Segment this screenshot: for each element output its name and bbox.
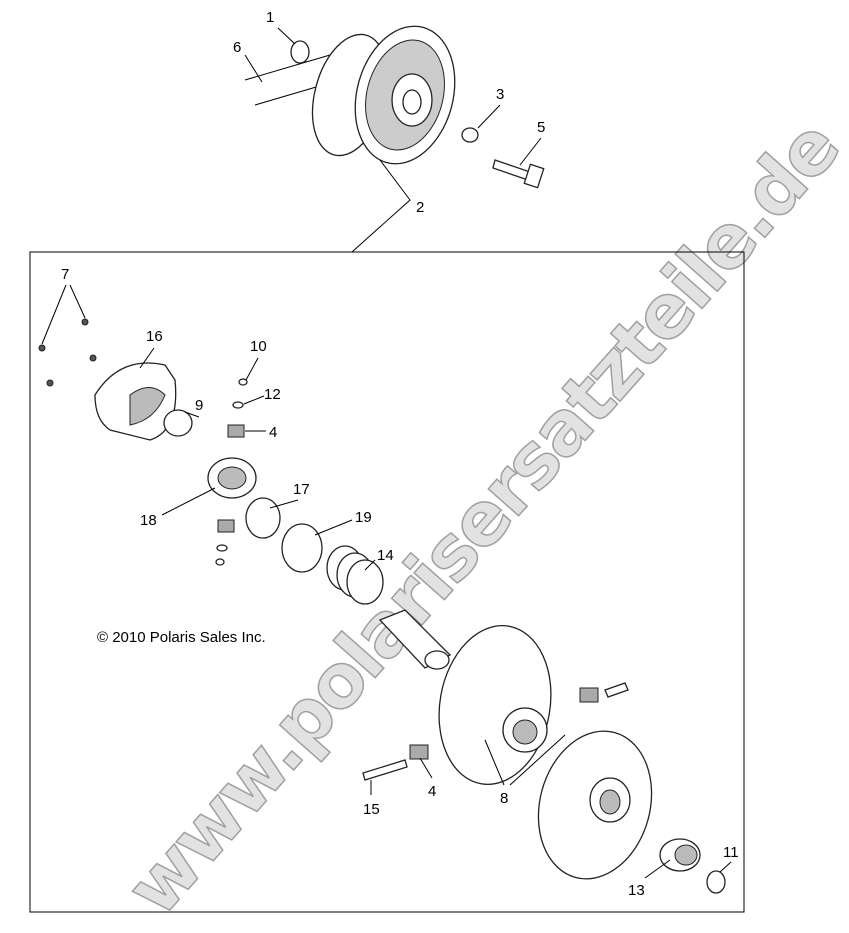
part-roller-4 [227, 424, 245, 438]
part-roller-4-lower [409, 744, 429, 760]
part-bolt-5 [492, 159, 545, 189]
callout-16: 16 [146, 328, 163, 345]
part-washer-12 [232, 401, 244, 409]
part-pin-upper [604, 682, 629, 698]
callout-3: 3 [496, 86, 504, 103]
callout-11: 11 [723, 844, 739, 861]
callout-7: 7 [61, 266, 69, 283]
callout-14: 14 [377, 547, 394, 564]
part-washer-17 [245, 497, 281, 539]
callout-2: 2 [416, 199, 424, 216]
part-shaft [378, 609, 452, 670]
part-sheave-movable [537, 730, 653, 880]
part-ring-9 [163, 409, 193, 437]
callout-8: 8 [500, 790, 508, 807]
part-ring-11 [706, 870, 726, 894]
part-clip-10 [238, 378, 248, 386]
callout-1: 1 [266, 9, 274, 26]
part-ring-1 [290, 40, 310, 64]
callout-19: 19 [355, 509, 372, 526]
part-spider-18 [207, 457, 257, 566]
part-spring-14 [326, 545, 384, 605]
assembly-box [29, 251, 745, 913]
callout-18: 18 [140, 512, 157, 529]
part-washer-3 [461, 127, 479, 143]
part-bearing-13 [659, 838, 701, 872]
callout-13: 13 [628, 882, 645, 899]
callout-6: 6 [233, 39, 241, 56]
watermark: www.polarisersatzteile.de [110, 104, 849, 932]
copyright-text: © 2010 Polaris Sales Inc. [97, 629, 266, 646]
part-roller-upper [579, 687, 599, 703]
callout-9: 9 [195, 397, 203, 414]
callout-5: 5 [537, 119, 545, 136]
callout-17: 17 [293, 481, 310, 498]
callout-12: 12 [264, 386, 281, 403]
part-screws-7 [38, 318, 97, 387]
part-driven-clutch [311, 25, 456, 165]
part-sheave-stationary [438, 624, 552, 786]
callout-4: 4 [269, 424, 277, 441]
callout-4-lower: 4 [428, 783, 436, 800]
callout-15: 15 [363, 801, 380, 818]
part-cover-16 [94, 362, 177, 441]
leader-lines [41, 27, 732, 879]
part-pin-15 [362, 759, 408, 781]
callout-10: 10 [250, 338, 267, 355]
part-bearing-19 [281, 523, 323, 573]
